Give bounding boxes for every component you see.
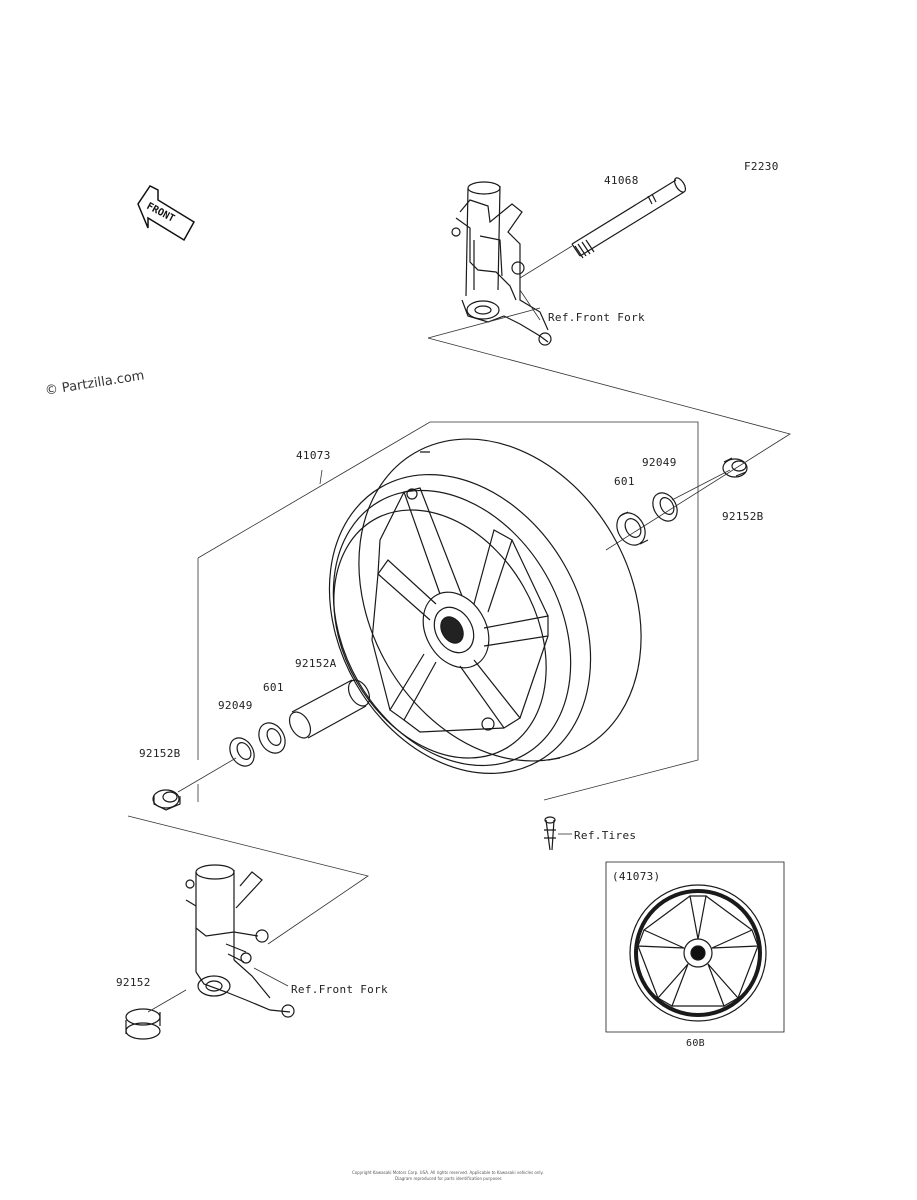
seal-left bbox=[229, 737, 255, 767]
ref-front-fork-lower[interactable]: Ref.Front Fork bbox=[291, 983, 388, 996]
inset-caption: 60B bbox=[686, 1038, 705, 1049]
tire-valve bbox=[544, 816, 556, 851]
seal-right bbox=[652, 492, 678, 522]
upper-fork-leg bbox=[451, 181, 552, 346]
callout-collar-lower[interactable]: 92152 bbox=[116, 976, 151, 989]
ref-front-fork-upper[interactable]: Ref.Front Fork bbox=[548, 311, 645, 324]
footer-line-2: Diagram reproduced for parts identificat… bbox=[395, 1176, 502, 1181]
inset-title: (41073) bbox=[612, 870, 661, 883]
collar-right bbox=[722, 457, 748, 478]
bearing-left bbox=[258, 722, 286, 754]
front-wheel bbox=[328, 438, 642, 775]
inset-wheel-view bbox=[605, 861, 785, 1033]
callout-seal-left[interactable]: 92049 bbox=[218, 699, 253, 712]
callout-bearing-right[interactable]: 601 bbox=[614, 475, 635, 488]
callout-axle[interactable]: 41068 bbox=[604, 174, 639, 187]
callout-collar-right[interactable]: 92152B bbox=[722, 510, 764, 523]
front-arrow-icon: FRONT bbox=[137, 185, 196, 242]
callout-collar-left[interactable]: 92152B bbox=[139, 747, 181, 760]
leader-lines bbox=[127, 245, 791, 1013]
callout-spacer[interactable]: 92152A bbox=[295, 657, 337, 670]
callout-bearing-left[interactable]: 601 bbox=[263, 681, 284, 694]
diagram-code: F2230 bbox=[744, 160, 779, 173]
collar-left bbox=[152, 789, 181, 811]
footer-line-1: Copyright Kawasaki Motors Corp. USA. All… bbox=[352, 1170, 544, 1175]
ref-tires[interactable]: Ref.Tires bbox=[574, 829, 637, 842]
front-axle bbox=[571, 177, 687, 259]
collar-lower bbox=[125, 1008, 161, 1040]
spacer-left bbox=[288, 679, 371, 739]
lower-fork-leg bbox=[185, 864, 295, 1018]
callout-seal-right[interactable]: 92049 bbox=[642, 456, 677, 469]
bearing-right bbox=[616, 511, 649, 546]
callout-wheel[interactable]: 41073 bbox=[296, 449, 331, 462]
